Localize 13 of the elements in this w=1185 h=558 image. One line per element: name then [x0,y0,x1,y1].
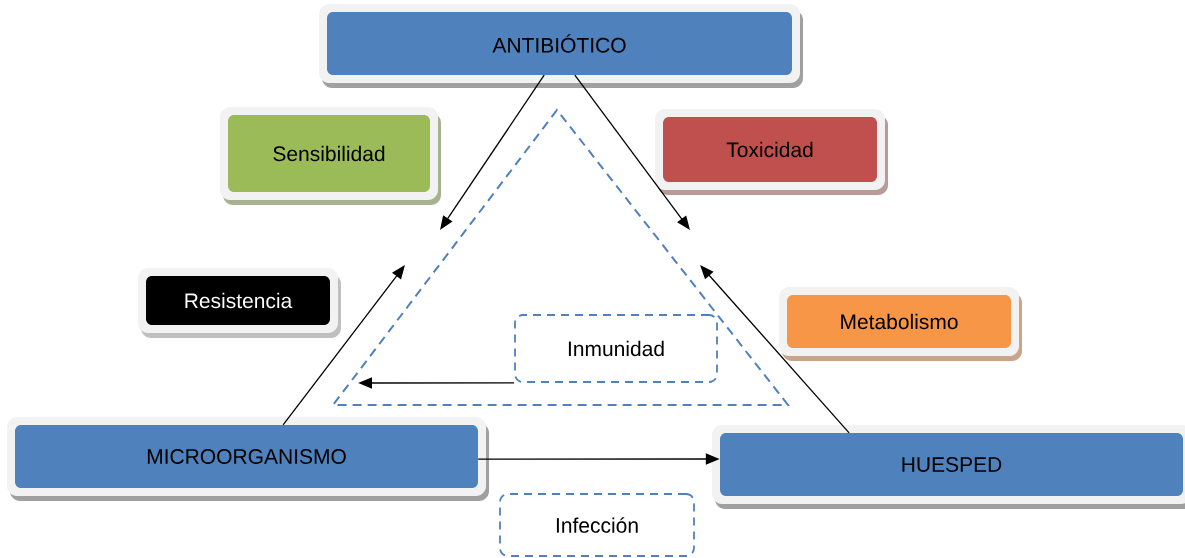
arrow [282,265,405,426]
label-box: Resistencia [138,268,341,338]
label-box: Metabolismo [779,287,1022,361]
process-box: HUESPED [712,425,1185,509]
arrow [700,265,850,434]
dashed-box: Inmunidad [514,314,718,383]
process-box: MICROORGANISMO [7,417,489,501]
process-box: ANTIBIÓTICO [319,4,803,88]
label-box: Sensibilidad [220,107,441,205]
dashed-box: Infección [499,493,695,557]
arrow [574,74,690,230]
label-box: Toxicidad [655,109,888,195]
arrow [440,74,545,230]
